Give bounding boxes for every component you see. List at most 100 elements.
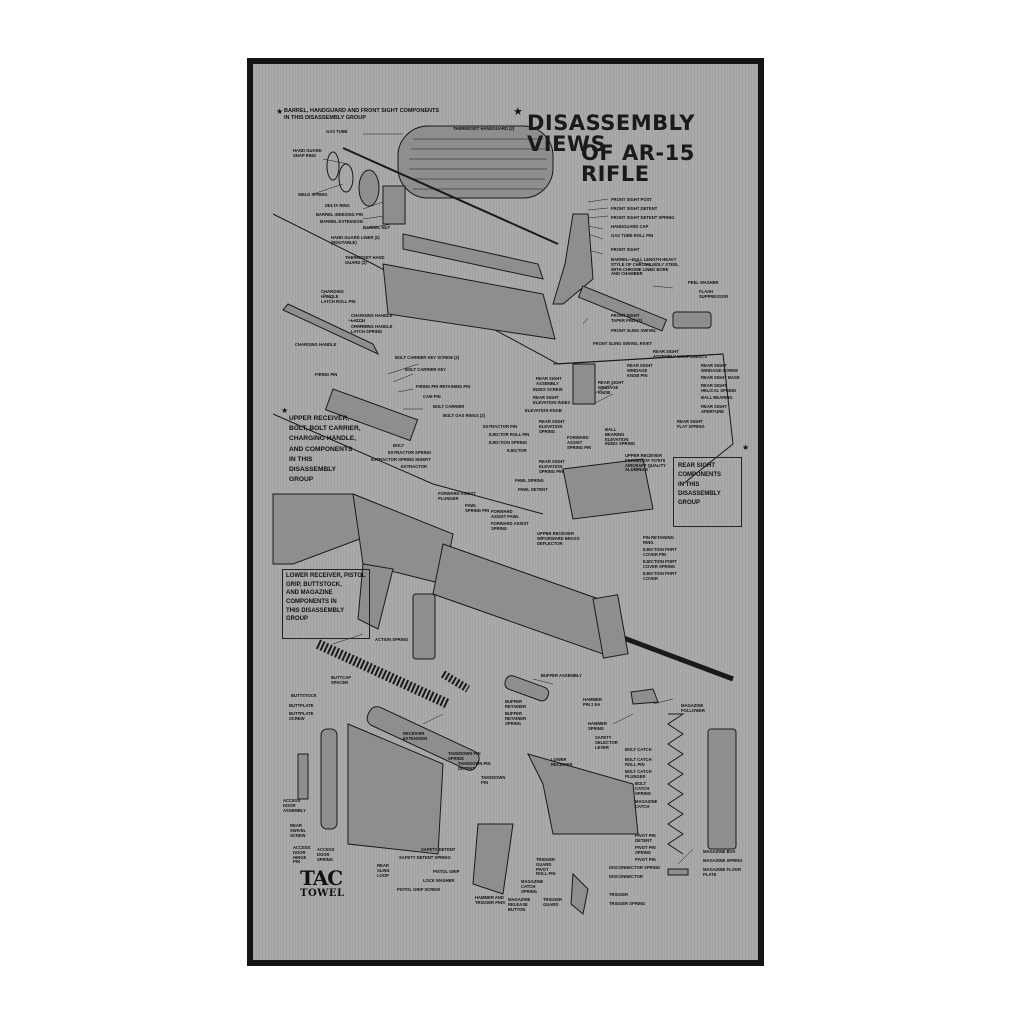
label-forward-assist-pawl: FORWARD ASSIST PAWL [491,509,520,519]
label-bolt-catch-spring: BOLT CATCH SPRING [635,781,652,796]
label-upper-receiver-deflector: UPPER RECEIVER W/FORWARD BRASS DEFLECTOR [537,531,580,546]
rear-sight-part [572,363,596,405]
magazine-spring-part [667,713,685,855]
label-buttstock: BUTTSTOCK [291,693,317,698]
label-rear-sight-base: REAR SIGHT BASE [701,375,740,380]
exploded-parts-drawing [272,125,737,915]
label-ejection-port-cover-spring: EJECTION PORT COVER SPRING [643,559,677,569]
label-disconnector-spring: DISCONNECTOR SPRING [609,865,661,870]
barrel-group-header: BARREL, HANDGUARD AND FRONT SIGHT COMPON… [284,108,440,122]
label-thermoset-hand-guard: THERMOSET HAND GUARD (2) [345,255,385,265]
label-pivot-pin-detent: PIVOT PIN DETENT [635,833,656,843]
lower-group-header: LOWER RECEIVER, PISTOL GRIP, BUTTSTOCK, … [286,573,366,623]
title-line-1: DISASSEMBLY VIEWS [527,111,695,156]
label-front-sight-post: FRONT SIGHT POST [611,197,652,202]
label-forward-assist-plunger: FORWARD ASSIST PLUNGER [438,491,476,501]
label-thermoset-handguard: THERMOSET HANDGUARD (2) [453,126,515,131]
label-rear-sight-windage-screw: REAR SIGHT WINDAGE SCREW [701,363,738,373]
label-barrel-extension: BARREL EXTENSION [320,219,363,224]
label-bolt-catch: BOLT CATCH [625,747,652,752]
label-extractor: EXTRACTOR [401,464,427,469]
label-pawl-spring-pin: PAWL SPRING PIN [465,503,490,513]
magazine-follower-part [630,688,659,705]
label-bolt-catch-roll-pin: BOLT CATCH ROLL PIN [625,757,652,767]
title-line-2: OF AR-15 RIFLE [581,141,695,186]
weld-spring [338,163,354,193]
title-star-icon: ★ [513,106,523,118]
label-buffer-assembly: BUFFER ASSEMBLY [541,673,582,678]
label-bolt-gas-rings: BOLT GAS RINGS (3) [443,413,486,418]
label-forward-assist-spring-pin: FORWARD ASSIST SPRING PIN [567,435,592,450]
label-magazine-release-button: MAGAZINE RELEASE BUTTON [508,897,531,912]
label-trigger-guard: TRIGGER GUARD [543,897,563,907]
label-charging-handle-latch-spring: CHARGING HANDLE LATCH SPRING [351,324,393,334]
label-hand-guard-liner: HAND GUARD LINER (2) (ROUTABLE) [331,235,380,245]
rear-sight-group-star-icon: ★ [742,443,750,452]
pistol-grip-lower [472,823,514,895]
label-cam-pin: CAM PIN [423,394,441,399]
upper-group-header: UPPER RECEIVER, BOLT, BOLT CARRIER, CHAR… [289,415,361,484]
label-weld-spring: WELD SPRING [298,192,328,197]
label-bolt: BOLT [393,443,405,448]
label-takedown-pin-detent: TAKEDOWN PIN DETENT [458,761,491,771]
label-hammer-trigger-pin: HAMMER AND TRIGGER PINS [475,895,506,905]
label-gas-tube-roll-pin: GAS TUBE ROLL PIN [611,233,654,238]
label-safety-selector-lever: SAFETY SELECTOR LEVER [595,735,618,750]
receiver-extension-part [366,706,480,771]
charging-handle-part [282,303,380,356]
buttplate-part [320,728,338,830]
label-extractor-spring: EXTRACTOR SPRING [388,450,432,455]
snap-ring [326,151,340,181]
label-firing-pin: FIRING PIN [315,372,338,377]
label-front-sling-swivel: FRONT SLING SWIVEL [611,328,657,333]
label-pistol-grip-screw: PISTOL GRIP SCREW [397,887,441,892]
label-peel-washer: PEEL WASHER [688,280,719,285]
label-rear-sight-elevation-index: REAR SIGHT ELEVATION INDEX [533,395,571,405]
delta-ring [358,169,380,207]
label-delta-ring: DELTA RING [325,203,350,208]
label-rear-sight-aperture: REAR SIGHT APERTURE [701,404,727,414]
upper-receiver-part [562,458,654,520]
logo-line-2: TOWEL [300,888,345,899]
label-pistol-grip: PISTOL GRIP [433,869,460,874]
label-action-spring: ACTION SPRING [375,637,409,642]
label-rear-sight-helical-spring: REAR SIGHT HELICAL SPRING [701,383,737,393]
buttstock-part [347,723,444,855]
rear-sight-group-box [673,457,742,527]
handguard-assembled [432,543,614,655]
label-buttplate-screw: BUTTPLATE SCREW [289,711,314,721]
rear-sight-group-header: REAR SIGHT COMPONENTS IN THIS DISASSEMBL… [678,463,722,507]
label-rear-sight-assembly: REAR SIGHT ASSEMBLY [536,376,562,386]
label-rear-sight-assembly-components: REAR SIGHT ASSEMBLY COMPONENTS [653,349,707,359]
label-magazine-follower: MAGAZINE FOLLOWER [681,703,705,713]
label-magazine-floor-plate: MAGAZINE FLOOR PLATE [703,867,742,877]
label-access-door-hinge-pin: ACCESS DOOR HINGE PIN [293,845,311,865]
label-buffer-retainer-spring: BUFFER RETAINER SPRING [505,711,527,726]
label-hand-guard-snap-ring: HAND GUARD SNAP RING [293,148,322,158]
label-charging-handle-latch-roll-pin: CHARGING HANDLE LATCH ROLL PIN [321,289,356,304]
label-bolt-catch-plunger: BOLT CATCH PLUNGER [625,769,652,779]
magazine-box-part [707,728,737,850]
label-safety-detent-spring: SAFETY DETENT SPRING [399,855,451,860]
stock [272,493,374,565]
handguard-liner [402,233,544,280]
barrel-assembled [612,631,734,682]
label-access-door-assembly: ACCESS DOOR ASSEMBLY [283,798,306,813]
label-bolt-carrier: BOLT CARRIER [433,404,465,409]
label-rear-sight-flat-spring: REAR SIGHT FLAT SPRING [677,419,705,429]
label-rear-sight-windage-knob: REAR SIGHT WINDAGE KNOB [598,380,624,395]
label-ejector-roll-pin: EJECTOR ROLL PIN [489,432,530,437]
label-pawl-spring: PAWL SPRING [515,478,544,483]
label-hammer-pin: HAMMER PIN 2 EA [583,697,602,707]
label-ejector: EJECTOR [507,448,527,453]
label-barrel-desc: BARREL - FULL LENGTH HEAVY STYLE OF CHRO… [611,257,679,277]
label-front-sight: FRONT SIGHT [611,247,640,252]
pistol-grip-part [357,563,394,630]
label-lock-washer: LOCK WASHER [423,878,455,883]
diagram-panel: ★ DISASSEMBLY VIEWS OF AR-15 RIFLE ★ BAR… [253,64,758,960]
label-lower-receiver: LOWER RECEIVER [551,757,573,767]
label-magazine-box: MAGAZINE BOX [703,849,736,854]
buffer-spring [440,670,471,693]
label-firing-pin-retaining-pin: FIRING PIN RETAINING PIN [416,384,471,389]
label-pin-retaining-ring: PIN RETAINING RING [643,535,674,545]
